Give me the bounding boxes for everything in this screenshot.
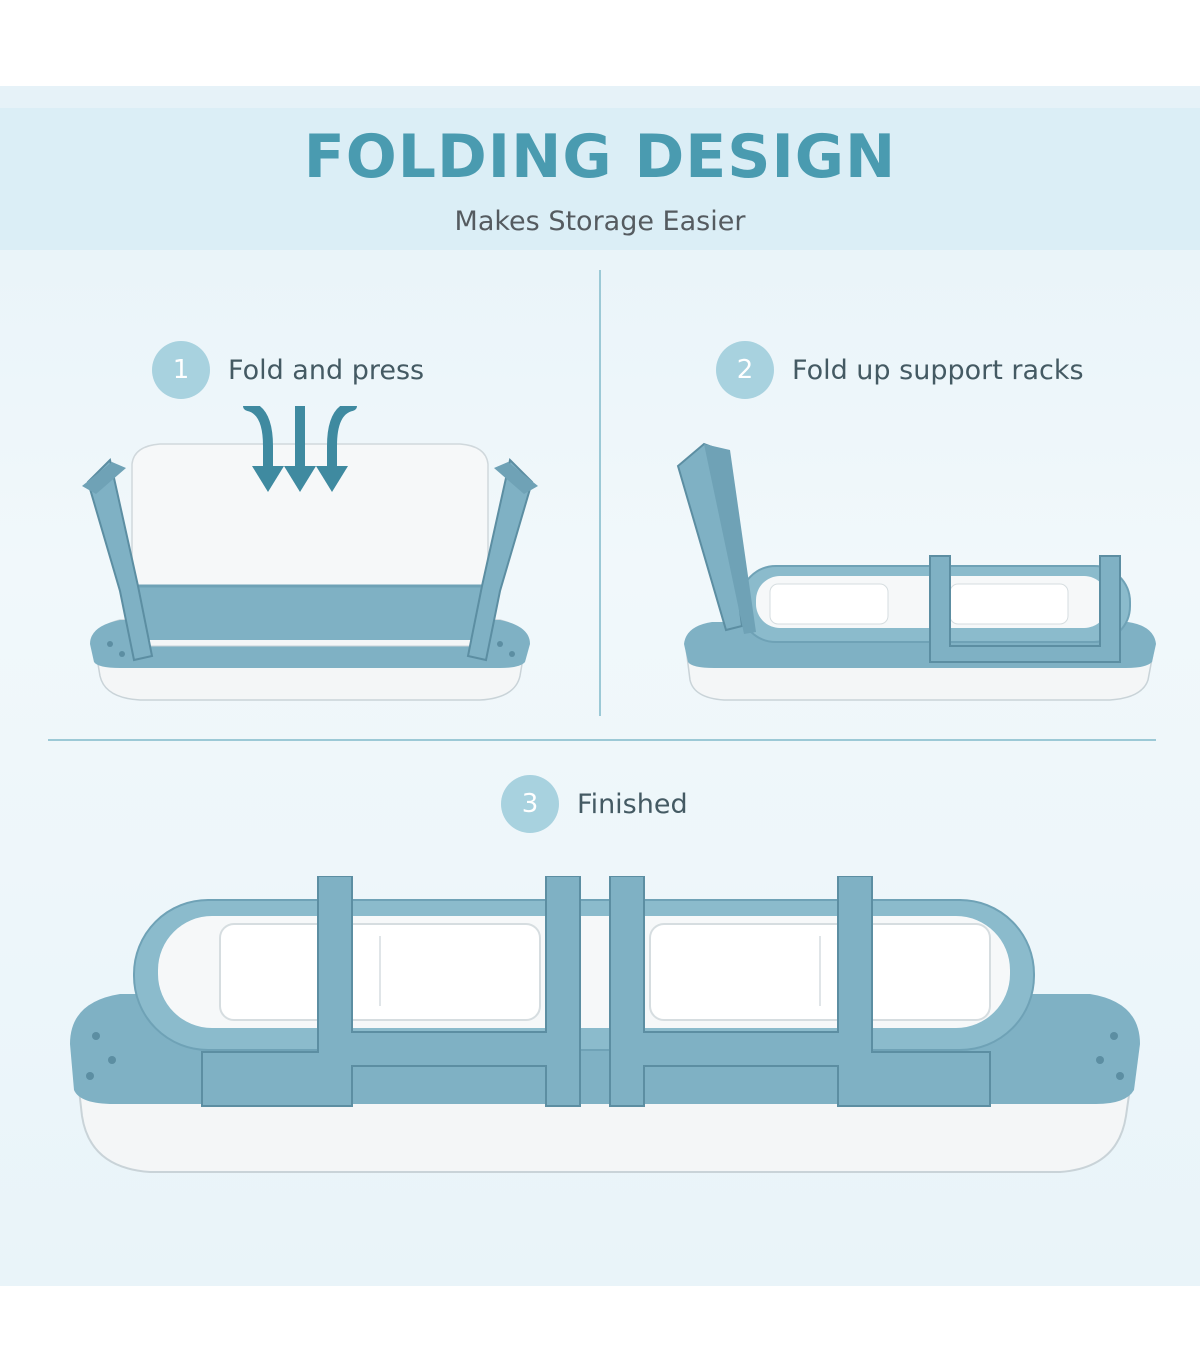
- page-title: FOLDING DESIGN: [303, 122, 897, 192]
- step-2-heading: 2 Fold up support racks: [716, 341, 1084, 399]
- vertical-divider: [599, 270, 601, 716]
- step-1-label: Fold and press: [228, 354, 425, 386]
- step-3-heading: 3 Finished: [501, 775, 688, 833]
- tub-fold-racks-illustration: [676, 442, 1156, 701]
- step-3-label: Finished: [577, 788, 688, 820]
- step-1-badge: 1: [152, 341, 210, 399]
- tub-finished-illustration: [70, 876, 1140, 1173]
- horizontal-divider: [48, 739, 1156, 741]
- folding-design-panel: FOLDING DESIGN Makes Storage Easier 1 Fo…: [0, 86, 1200, 1286]
- tub-fold-press-illustration: [82, 406, 538, 701]
- step-3-badge: 3: [501, 775, 559, 833]
- header-band: [0, 108, 1200, 250]
- step-1-heading: 1 Fold and press: [152, 341, 424, 399]
- page-subtitle: Makes Storage Easier: [454, 206, 746, 237]
- press-down-arrow-icon: [243, 406, 357, 477]
- step-2-label: Fold up support racks: [792, 354, 1084, 386]
- step-2-badge: 2: [716, 341, 774, 399]
